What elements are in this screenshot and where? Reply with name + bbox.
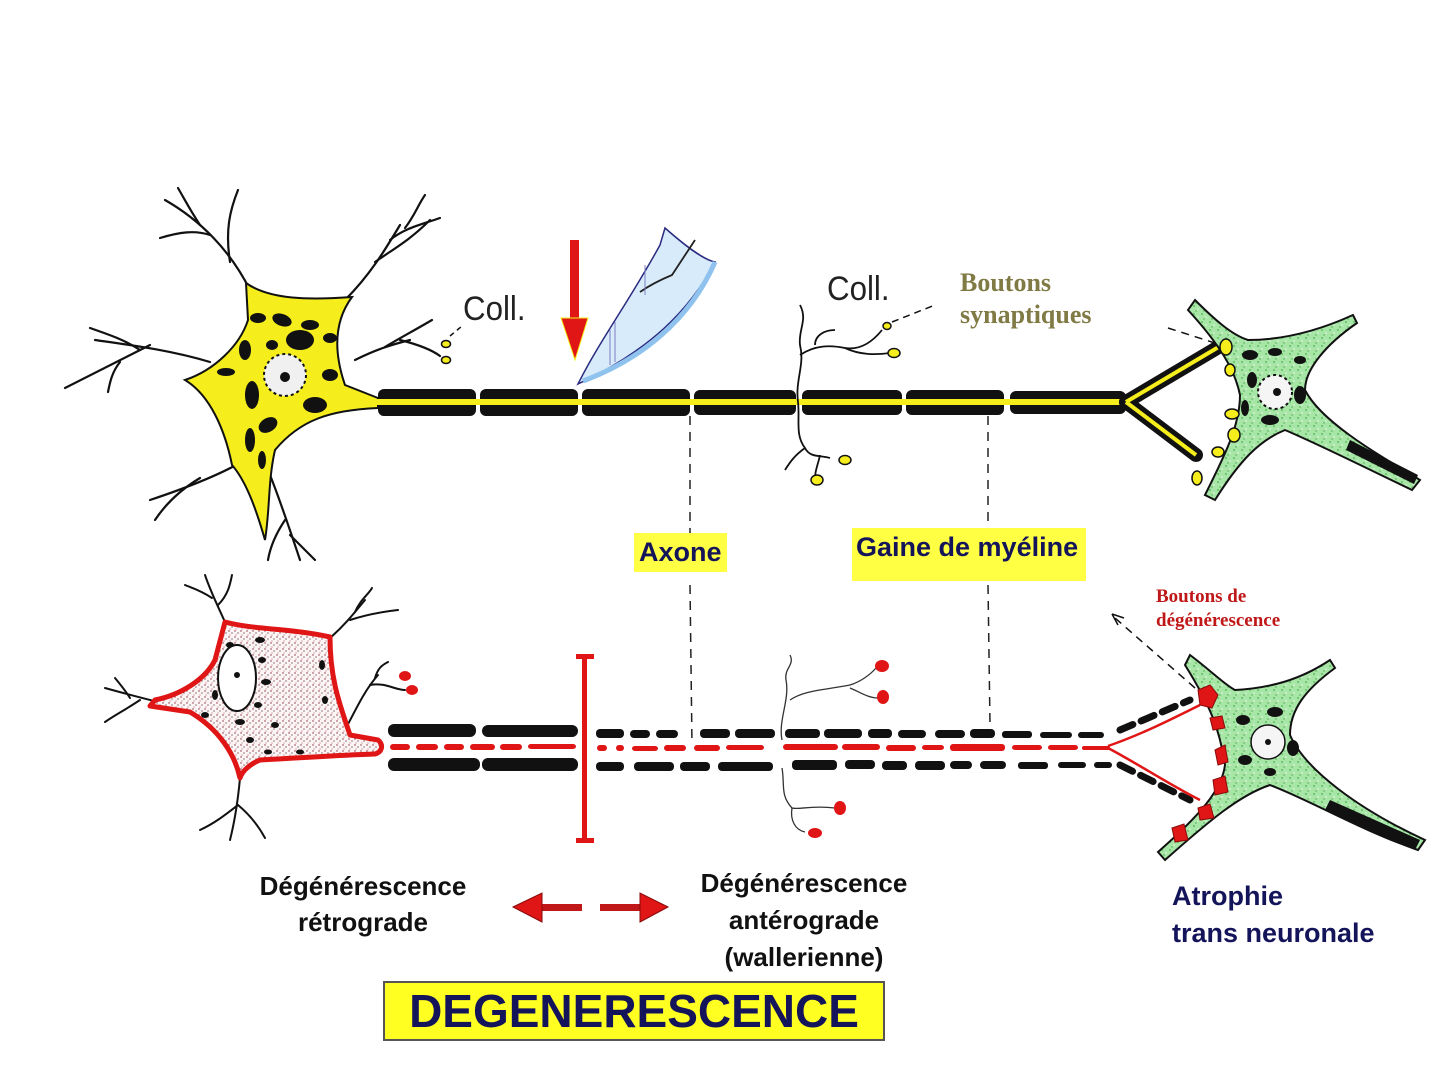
label-line: dégénérescence (1156, 609, 1280, 633)
target-neuron-atrophied (1112, 614, 1425, 860)
label-line: rétrograde (228, 904, 498, 940)
degenerating-bouton (808, 828, 822, 838)
label-degenerescence-retrograde: Dégénérescence rétrograde (228, 868, 498, 940)
label-line: Dégénérescence (228, 868, 498, 904)
synaptic-bouton (839, 456, 851, 465)
nucleolus (280, 372, 290, 382)
degenerating-bouton (406, 685, 418, 695)
lesion-marker (576, 654, 594, 843)
synaptic-bouton (442, 341, 451, 348)
synaptic-bouton (1192, 471, 1202, 485)
synaptic-bouton (1225, 364, 1235, 376)
label-boutons-synaptiques: Boutons synaptiques (960, 267, 1092, 331)
arrow-left-icon (513, 893, 582, 922)
synaptic-bouton (442, 357, 451, 364)
label-line: antérograde (668, 902, 940, 939)
lesion-arrow-icon (561, 240, 588, 360)
axon-fragments-distal (597, 744, 1110, 751)
synaptic-bouton (888, 349, 900, 358)
degenerating-bouton (1213, 776, 1228, 795)
synaptic-bouton (1228, 428, 1240, 442)
degenerating-neuron (105, 575, 1200, 843)
synaptic-bouton (1220, 339, 1232, 355)
label-atrophie-trans-neuronale: Atrophie trans neuronale (1172, 878, 1375, 952)
page-title: DEGENERESCENCE (409, 984, 859, 1038)
label-line: Dégénérescence (668, 865, 940, 902)
synaptic-bouton (1212, 447, 1224, 457)
label-line: synaptiques (960, 299, 1092, 331)
label-degenerescence-anterograde: Dégénérescence antérograde (wallerienne) (668, 865, 940, 976)
degenerating-bouton (399, 671, 411, 681)
target-neuron-healthy (1168, 300, 1420, 500)
label-collateral-left: Coll. (463, 290, 526, 329)
label-line: (wallerienne) (668, 939, 940, 976)
axon-fragments-proximal (390, 744, 576, 750)
label-gaine-de-myeline: Gaine de myéline (852, 528, 1086, 581)
direction-arrows (513, 893, 668, 922)
label-line: Boutons (960, 267, 1092, 299)
degenerating-bouton (834, 801, 846, 815)
title-box: DEGENERESCENCE (383, 981, 885, 1041)
synaptic-bouton (1225, 409, 1239, 419)
healthy-neuron (65, 188, 1222, 560)
label-line: Boutons de (1156, 585, 1280, 609)
label-boutons-degenerescence: Boutons de dégénérescence (1156, 585, 1280, 633)
scalpel-icon (578, 228, 715, 384)
arrow-right-icon (600, 893, 668, 922)
synaptic-bouton (811, 475, 823, 485)
label-line: Atrophie (1172, 878, 1375, 915)
degenerating-bouton (1210, 716, 1225, 730)
label-line: trans neuronale (1172, 915, 1375, 952)
degenerating-bouton (877, 690, 889, 704)
label-collateral-right: Coll. (827, 270, 890, 309)
label-axone: Axone (634, 533, 727, 572)
synaptic-bouton (883, 323, 891, 330)
chromatolytic-soma (150, 622, 382, 778)
degenerating-bouton (875, 660, 889, 672)
